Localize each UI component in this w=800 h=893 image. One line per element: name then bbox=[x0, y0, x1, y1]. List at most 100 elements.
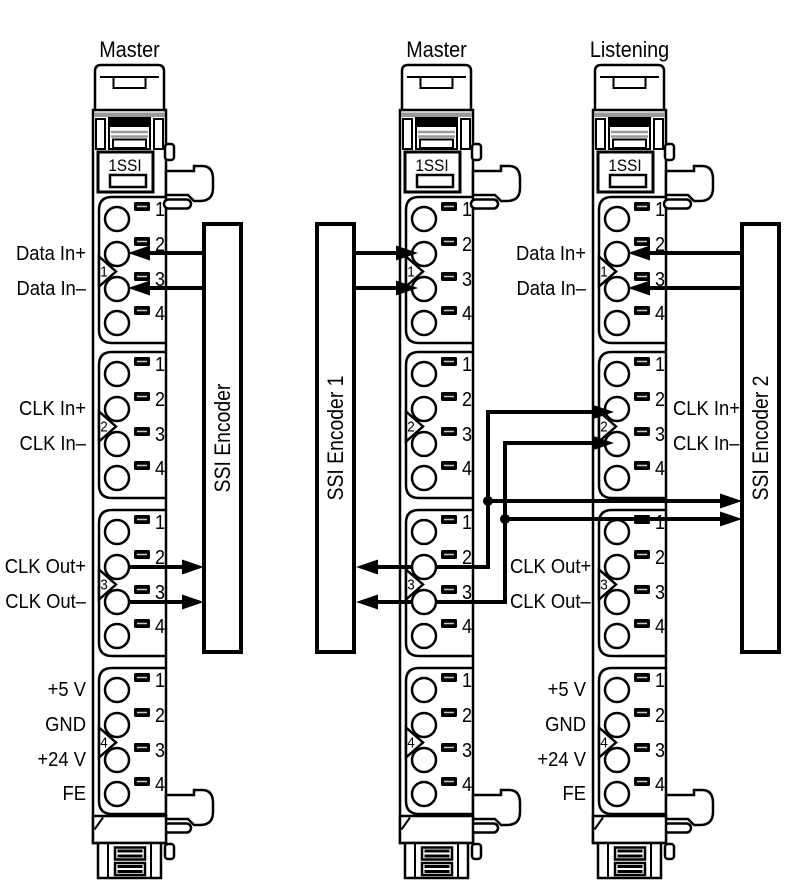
terminal-contact bbox=[410, 588, 438, 616]
body-top-bar bbox=[94, 112, 165, 117]
terminal-number: 2 bbox=[462, 234, 472, 256]
group-marker-triangle bbox=[597, 566, 618, 603]
encoder-outline bbox=[740, 222, 781, 654]
connector-handle bbox=[112, 76, 147, 89]
din-rail-hook-top bbox=[664, 164, 715, 203]
terminal-number: 4 bbox=[155, 458, 165, 480]
signal-label: FE bbox=[62, 783, 86, 805]
group-marker-triangle bbox=[97, 724, 118, 761]
connector-handle bbox=[419, 76, 454, 89]
terminal-contact bbox=[603, 395, 631, 423]
signal-label: GND bbox=[545, 714, 586, 736]
terminal-contact bbox=[410, 553, 438, 581]
hook-stub-bottom bbox=[469, 822, 500, 834]
terminal-contact bbox=[410, 711, 438, 739]
terminal-contact bbox=[103, 622, 131, 650]
group-number: 1 bbox=[600, 264, 608, 281]
latch-rail-right bbox=[460, 118, 471, 150]
terminal-number: 3 bbox=[655, 424, 665, 446]
label-window bbox=[108, 173, 148, 189]
terminal-number: 1 bbox=[655, 512, 665, 534]
latch-slot bbox=[112, 138, 147, 149]
group-marker-triangle bbox=[597, 253, 618, 290]
side-lug-top bbox=[470, 142, 483, 162]
terminal-number: 4 bbox=[655, 774, 665, 796]
latch-rail-left bbox=[595, 118, 606, 150]
terminal-contact bbox=[410, 275, 438, 303]
encoder-outline bbox=[202, 222, 243, 654]
module-title: Listening bbox=[590, 38, 669, 62]
group-marker-triangle bbox=[597, 724, 618, 761]
terminal-number: 1 bbox=[462, 354, 472, 376]
terminal-contact bbox=[410, 518, 438, 546]
terminal-contact bbox=[603, 205, 631, 233]
terminal-contact bbox=[410, 309, 438, 337]
group-marker-triangle bbox=[597, 408, 618, 445]
terminal-contact bbox=[603, 588, 631, 616]
group-number: 2 bbox=[407, 419, 415, 436]
terminal-contact bbox=[603, 518, 631, 546]
terminal-number: 1 bbox=[655, 670, 665, 692]
group-number: 4 bbox=[407, 735, 415, 752]
arrowhead bbox=[720, 493, 742, 509]
terminal-contact bbox=[410, 240, 438, 268]
terminal-contact bbox=[603, 309, 631, 337]
terminal-number: 2 bbox=[155, 389, 165, 411]
bottom-band bbox=[91, 814, 168, 845]
terminal-contact bbox=[410, 746, 438, 774]
arrowhead bbox=[592, 435, 614, 451]
terminal-number: 4 bbox=[155, 774, 165, 796]
connector-contact-block bbox=[420, 846, 454, 861]
group-number: 2 bbox=[100, 419, 108, 436]
terminal-number: 4 bbox=[462, 616, 472, 638]
terminal-number: 3 bbox=[462, 269, 472, 291]
latch-bar bbox=[416, 118, 457, 127]
signal-label: +5 V bbox=[548, 679, 587, 701]
side-lug-bottom bbox=[663, 842, 676, 861]
din-rail-hook-top bbox=[471, 164, 522, 203]
terminal-number: 3 bbox=[462, 740, 472, 762]
group-number: 1 bbox=[407, 264, 415, 281]
terminal-number: 4 bbox=[655, 458, 665, 480]
terminal-contact bbox=[603, 240, 631, 268]
terminal-number: 1 bbox=[462, 512, 472, 534]
signal-label: GND bbox=[45, 714, 86, 736]
terminal-number: 2 bbox=[655, 705, 665, 727]
encoder-label: SSI Encoder 1 bbox=[324, 376, 348, 501]
encoder-box-1: SSI Encoder bbox=[202, 222, 243, 654]
terminal-number: 4 bbox=[155, 303, 165, 325]
terminal-number: 3 bbox=[155, 269, 165, 291]
terminal-contact bbox=[103, 746, 131, 774]
terminal-number: 1 bbox=[155, 670, 165, 692]
terminal-contact bbox=[410, 464, 438, 492]
terminal-number: 2 bbox=[655, 234, 665, 256]
arrowhead bbox=[356, 559, 378, 575]
signal-label: +24 V bbox=[537, 749, 586, 771]
arrowhead bbox=[628, 245, 650, 261]
terminal-number: 3 bbox=[655, 582, 665, 604]
encoder-label: SSI Encoder bbox=[211, 384, 235, 493]
connector-contact-block bbox=[613, 846, 647, 861]
terminal-number: 4 bbox=[655, 303, 665, 325]
latch-slot bbox=[419, 138, 454, 149]
terminal-number: 3 bbox=[655, 740, 665, 762]
group-number: 3 bbox=[407, 577, 415, 594]
terminal-contact bbox=[603, 780, 631, 808]
terminal-contact bbox=[103, 275, 131, 303]
terminal-contact bbox=[103, 518, 131, 546]
terminal-contact bbox=[103, 430, 131, 458]
arrowhead bbox=[128, 280, 150, 296]
signal-label: Data In– bbox=[516, 278, 586, 300]
encoder-box-3: SSI Encoder 2 bbox=[740, 222, 781, 654]
body-top-bar bbox=[401, 112, 472, 117]
